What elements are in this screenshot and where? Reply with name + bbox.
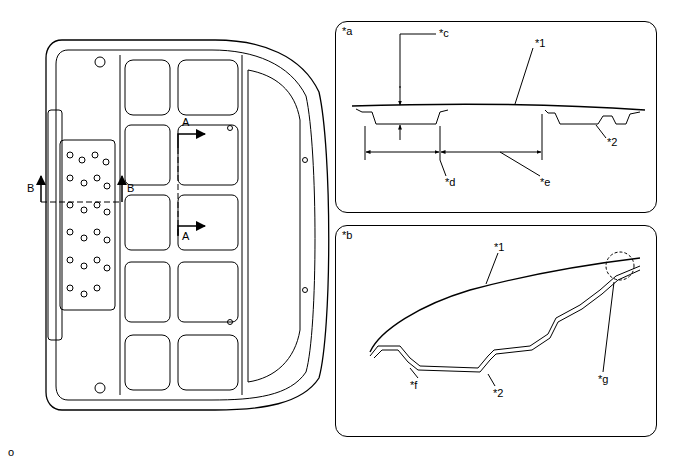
callout-label: B <box>127 183 134 194</box>
callout-label: *c <box>439 28 449 39</box>
view-letter: *b <box>342 229 352 241</box>
section-line <box>41 134 205 236</box>
callout-label: A <box>182 231 189 242</box>
callout-label: *f <box>410 380 417 391</box>
section-panel: *b <box>335 225 657 437</box>
section-panel: *a <box>335 21 657 213</box>
callout-label: B <box>27 183 34 194</box>
section-b <box>370 252 640 386</box>
callout-label: *e <box>540 177 550 188</box>
callout-label: *g <box>598 374 608 385</box>
callout-label: *1 <box>494 242 504 253</box>
callout-label: *2 <box>493 388 503 399</box>
view-letter: *a <box>342 25 352 37</box>
hood-view <box>46 40 329 410</box>
section-a <box>352 34 645 176</box>
callout-label: A <box>182 117 189 128</box>
callout-label: *1 <box>535 38 545 49</box>
callout-label: *d <box>445 177 455 188</box>
callout-label: o <box>8 447 14 458</box>
callout-label: *2 <box>607 137 617 148</box>
